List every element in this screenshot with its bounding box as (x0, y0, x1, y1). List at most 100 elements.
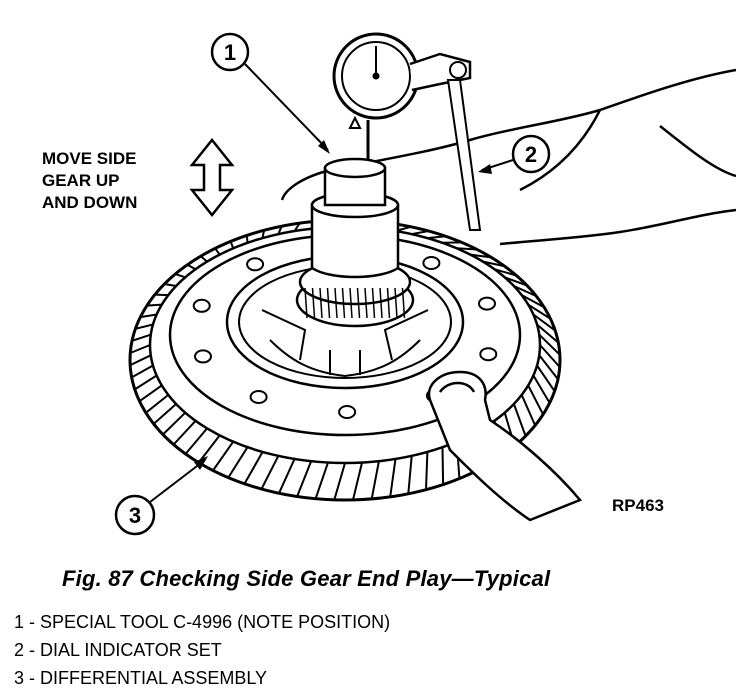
gear-tooth (138, 384, 163, 403)
gear-tooth (261, 230, 265, 239)
gear-tooth (243, 451, 264, 485)
gear-tooth (527, 384, 544, 415)
gear-tooth (146, 303, 162, 307)
dial-indicator (332, 32, 482, 231)
gear-tooth (441, 447, 445, 485)
lower-hand (427, 370, 583, 522)
bolt-head (422, 256, 441, 270)
gear-tooth (162, 411, 186, 436)
bearing-roller (386, 287, 391, 319)
gear-tooth (129, 344, 151, 354)
gear-tooth (512, 403, 527, 437)
legend-item-3: 3 - DIFFERENTIAL ASSEMBLY (14, 668, 268, 688)
gear-tooth (370, 461, 380, 500)
gear-tooth (131, 333, 152, 342)
callout-2: 2 (478, 134, 551, 174)
move-label-line-1: MOVE SIDE (42, 149, 136, 168)
bolt-head (338, 405, 357, 419)
gear-tooth (536, 323, 559, 344)
gear-tooth (153, 403, 177, 425)
gear-tooth (227, 446, 249, 479)
gear-tooth (352, 462, 363, 501)
gear-tooth (539, 344, 561, 368)
svg-text:2: 2 (525, 142, 537, 167)
move-label-line-2: GEAR UP (42, 171, 119, 190)
bearing-roller (379, 287, 383, 319)
bolt-head (478, 296, 496, 311)
gear-tooth (140, 313, 157, 319)
gear-tooth (212, 441, 235, 472)
bearing-roller (341, 287, 346, 319)
gear-tooth (482, 260, 505, 268)
gear-tooth (333, 462, 346, 501)
legend-item-2: 2 - DIAL INDICATOR SET (14, 640, 222, 660)
gear-tooth (389, 458, 397, 498)
gear-tooth (520, 394, 537, 426)
gear-tooth (186, 263, 197, 271)
callout-3: 3 (114, 456, 208, 536)
bearing-roller (394, 287, 398, 319)
gear-tooth (504, 276, 528, 287)
gear-tooth (200, 255, 208, 263)
gear-tooth (411, 230, 429, 236)
gear-tooth (277, 225, 283, 235)
gear-tooth (135, 323, 154, 330)
gear-tooth (184, 427, 208, 455)
gear-tooth (172, 420, 197, 446)
bearing-roller (356, 287, 361, 319)
gear-tooth (538, 354, 559, 380)
bearing-roller (364, 287, 368, 319)
bearing-roller (304, 287, 308, 319)
gear-tooth (456, 247, 478, 251)
gear-tooth (278, 458, 296, 494)
bearing-roller (349, 287, 353, 319)
gear-tooth (229, 241, 235, 249)
reference-code: RP463 (612, 496, 664, 515)
case-spokes (261, 309, 429, 378)
gear-tooth (538, 333, 561, 356)
bearing-roller (401, 287, 406, 319)
gear-tooth (296, 460, 313, 497)
gear-tooth (536, 364, 556, 392)
gear-tooth (427, 235, 446, 240)
bearing-roller (311, 287, 316, 319)
bearing-roller (371, 287, 376, 319)
gear-tooth (532, 374, 551, 404)
bearing-roller (319, 287, 323, 319)
bearing-roller (326, 287, 331, 319)
bolt-head (479, 347, 498, 362)
gear-tooth (314, 462, 329, 500)
gear-tooth (245, 235, 249, 243)
gear-tooth (197, 434, 221, 464)
gear-tooth (470, 253, 492, 259)
gear-tooth (293, 222, 301, 232)
special-tool-c4996 (310, 157, 400, 279)
svg-text:1: 1 (224, 40, 236, 65)
gear-tooth (129, 354, 152, 367)
gear-tooth (407, 455, 413, 494)
bolt-head (194, 349, 212, 364)
gear-tooth (425, 451, 429, 490)
gear-tooth (521, 294, 545, 309)
gear-tooth (527, 303, 552, 320)
gear-tooth (513, 285, 537, 298)
gear-tooth (260, 455, 280, 490)
figure-caption: Fig. 87 Checking Side Gear End Play—Typi… (62, 566, 551, 591)
gear-tooth (494, 268, 517, 277)
svg-text:3: 3 (129, 503, 141, 528)
legend: 1 - SPECIAL TOOL C-4996 (NOTE POSITION) … (14, 608, 390, 692)
up-down-arrow (189, 137, 235, 218)
gear-tooth (154, 293, 169, 297)
gear-tooth (214, 247, 221, 256)
gear-tooth (174, 273, 186, 279)
bolt-head (246, 257, 265, 272)
gear-tooth (134, 374, 158, 391)
differential-illustration: 1 2 3 MOVE SIDE GEAR UP AND DOWN (42, 32, 736, 536)
callout-1: 1 (210, 32, 330, 154)
move-label-line-3: AND DOWN (42, 193, 137, 212)
gear-tooth (164, 283, 177, 287)
bolt-head (249, 390, 268, 404)
legend-item-1: 1 - SPECIAL TOOL C-4996 (NOTE POSITION) (14, 612, 391, 632)
gear-tooth (532, 313, 556, 332)
bolt-head (192, 298, 211, 313)
